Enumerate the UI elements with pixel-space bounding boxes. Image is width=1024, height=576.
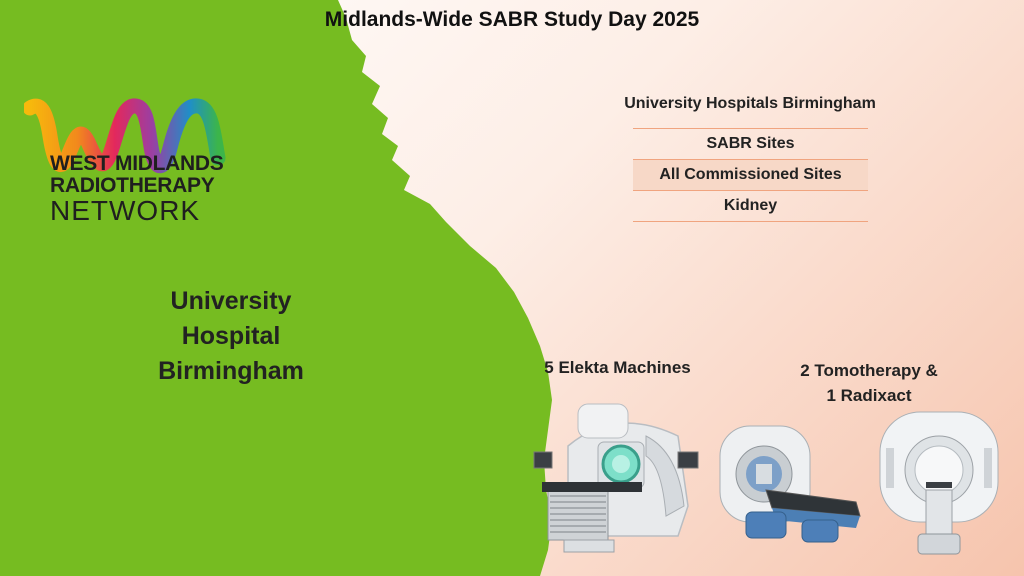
panel-header: University Hospitals Birmingham xyxy=(624,95,876,112)
site-menu: SABR Sites All Commissioned Sites Kidney xyxy=(633,128,868,222)
wmrn-logo-icon xyxy=(24,98,226,174)
elekta-linac-image xyxy=(533,403,699,553)
tomotherapy-label-line1: 2 Tomotherapy & xyxy=(800,361,938,380)
logo-line-west-midlands: WEST MIDLANDS xyxy=(50,152,224,175)
hospital-title-line1: University xyxy=(170,287,292,315)
hospital-title-line2: Hospital xyxy=(181,322,281,350)
menu-item-all-commissioned-sites[interactable]: All Commissioned Sites xyxy=(633,159,868,190)
radixact-machine-image xyxy=(879,411,999,555)
logo-line-radiotherapy: RADIOTHERAPY xyxy=(50,174,215,197)
tomotherapy-machine-image xyxy=(719,425,861,543)
elekta-machines-label: 5 Elekta Machines xyxy=(544,358,691,377)
hospital-title-line3: Birmingham xyxy=(158,357,304,385)
logo-line-network: NETWORK xyxy=(50,195,201,226)
logo-wordmark: WEST MIDLANDS RADIOTHERAPY NETWORK xyxy=(50,153,240,225)
tomotherapy-label-line2: 1 Radixact xyxy=(826,386,912,405)
menu-item-sabr-sites[interactable]: SABR Sites xyxy=(633,128,868,159)
menu-item-kidney[interactable]: Kidney xyxy=(633,190,868,222)
tomotherapy-label: 2 Tomotherapy & 1 Radixact xyxy=(770,358,968,408)
slide-title: Midlands-Wide SABR Study Day 2025 xyxy=(324,8,700,31)
hospital-title: University Hospital Birmingham xyxy=(120,284,342,389)
